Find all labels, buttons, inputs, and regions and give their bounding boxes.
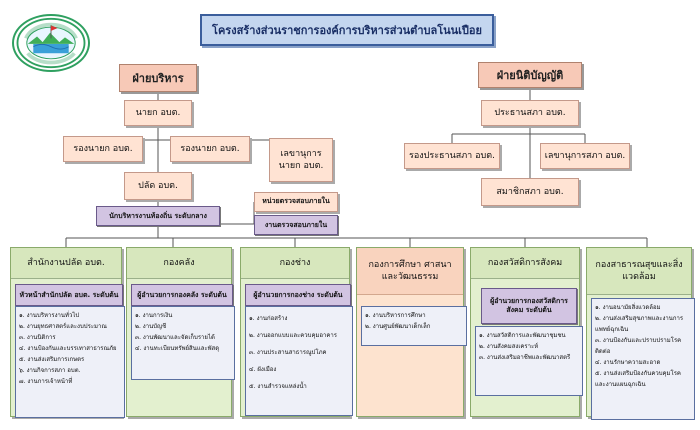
department-engineering: กองช่าง ผู้อำนวยการกองช่าง ระดับต้น ๑. ง… [240, 247, 353, 417]
task-item: ๑. งานบริหารการศึกษา [365, 312, 426, 319]
chart-title: โครงสร้างส่วนราชการองค์การบริหารส่วนตำบล… [200, 14, 494, 46]
department-finance: กองคลัง ผู้อำนวยการกองคลัง ระดับต้น ๑. ง… [126, 247, 235, 417]
task-item: ๒. งานออกแบบและควบคุมอาคาร [249, 332, 337, 339]
task-item: ๑. งานอนามัยสิ่งแวดล้อม [595, 304, 661, 311]
task-item: ๔. งานทะเบียนทรัพย์สินและพัสดุ [135, 345, 220, 352]
department-chief: ผู้อำนวยการกองช่าง ระดับต้น [245, 284, 351, 306]
council-president-box: ประธานสภา อบต. [481, 100, 579, 126]
department-office-of-palad: สำนักงานปลัด อบต. หัวหน้าสำนักปลัด อบต. … [10, 247, 125, 418]
seal-emblem [16, 17, 86, 69]
task-item: ๓. งานพัฒนาและจัดเก็บรายได้ [135, 334, 215, 341]
audit-work-box: งานตรวจสอบภายใน [254, 215, 338, 235]
department-public-health: กองสาธารณสุขและสิ่งแวดล้อม ๑. งานอนามัยส… [586, 247, 695, 420]
department-name: กองช่าง [241, 248, 349, 279]
task-item: ๕. งานส่งเสริมการเกษตร [19, 356, 85, 363]
department-name: กองสาธารณสุขและสิ่งแวดล้อม [587, 248, 691, 295]
task-item: ๔. งานป้องกันและบรรเทาสาธารณภัย [19, 345, 117, 352]
task-item: ๑. งานการเงิน [135, 312, 173, 319]
palad-box: ปลัด อบต. [124, 172, 192, 200]
task-item: ๑. งานบริหารงานทั่วไป [19, 312, 80, 319]
task-item: ๒. งานบัญชี [135, 323, 167, 330]
task-item: ๓. งานป้องกันและปราบปรามโรคติดต่อ [595, 337, 682, 355]
council-secretary-box: เลขานุการสภา อบต. [540, 143, 630, 169]
task-list: ๑. งานสวัสดิการและพัฒนาชุมชน ๒. งานสังคม… [475, 326, 583, 396]
task-item: ๓. งานประสานสาธารณูปโภค [249, 349, 327, 356]
task-item: ๒. งานสังคมสงเคราะห์ [479, 343, 539, 350]
task-item: ๔. ผังเมือง [249, 366, 277, 373]
task-list: ๑. งานการเงิน ๒. งานบัญชี ๓. งานพัฒนาและ… [131, 306, 235, 380]
task-item: ๓. งานนิติการ [19, 334, 56, 341]
deputy-mayor-box-2: รองนายก อบต. [170, 136, 250, 162]
organization-logo [12, 14, 90, 72]
legislative-heading: ฝ่ายนิติบัญญัติ [478, 62, 582, 88]
task-item: ๕. งานส่งเสริมป้องกันควบคุมโรคและงานแผนฉ… [595, 370, 681, 388]
task-item: ๖. งานกิจการสภา อบต. [19, 367, 81, 374]
department-chief: หัวหน้าสำนักปลัด อบต. ระดับต้น [15, 284, 123, 306]
department-name: กองสวัสดิการสังคม [471, 248, 579, 279]
department-chief: ผู้อำนวยการกองคลัง ระดับต้น [131, 284, 233, 306]
audit-unit-box: หน่วยตรวจสอบภายใน [254, 192, 338, 212]
council-vice-president-box: รองประธานสภา อบต. [404, 143, 500, 169]
task-item: ๒. งานยุทธศาสตร์และงบประมาณ [19, 323, 107, 330]
department-education: กองการศึกษา ศาสนา และวัฒนธรรม ๑. งานบริห… [356, 247, 467, 417]
task-item: ๒. งานศูนย์พัฒนาเด็กเล็ก [365, 323, 431, 330]
task-item: ๗. งานการเจ้าหน้าที่ [19, 378, 73, 385]
task-list: ๑. งานบริหารงานทั่วไป ๒. งานยุทธศาสตร์แล… [15, 306, 125, 418]
department-name: สำนักงานปลัด อบต. [11, 248, 121, 279]
palad-rank-box: นักบริหารงานท้องถิ่น ระดับกลาง [96, 206, 220, 226]
mayor-box: นายก อบต. [124, 100, 192, 126]
task-item: ๓. งานส่งเสริมอาชีพและพัฒนาสตรี [479, 354, 571, 361]
deputy-mayor-box-1: รองนายก อบต. [63, 136, 143, 162]
task-list: ๑. งานก่อสร้าง ๒. งานออกแบบและควบคุมอาคา… [245, 306, 353, 416]
council-members-box: สมาชิกสภา อบต. [481, 178, 579, 206]
department-name: กองคลัง [127, 248, 231, 279]
department-chief: ผู้อำนวยการกองสวัสดิการสังคม ระดับต้น [481, 288, 577, 324]
task-list: ๑. งานอนามัยสิ่งแวดล้อม ๒. งานส่งเสริมสุ… [591, 298, 695, 420]
task-item: ๕. งานสำรวจแหล่งน้ำ [249, 383, 307, 390]
task-item: ๑. งานก่อสร้าง [249, 315, 288, 322]
task-item: ๑. งานสวัสดิการและพัฒนาชุมชน [479, 332, 566, 339]
task-item: ๒. งานส่งเสริมสุขภาพและงานการแพทย์ฉุกเฉิ… [595, 315, 684, 333]
task-list: ๑. งานบริหารการศึกษา ๒. งานศูนย์พัฒนาเด็… [361, 306, 467, 346]
executive-heading: ฝ่ายบริหาร [119, 64, 197, 92]
task-item: ๔. งานรักษาความสะอาด [595, 359, 661, 366]
department-name: กองการศึกษา ศาสนา และวัฒนธรรม [357, 248, 463, 295]
mayor-secretary-box: เลขานุการ นายก อบต. [269, 138, 333, 182]
department-social-welfare: กองสวัสดิการสังคม ผู้อำนวยการกองสวัสดิกา… [470, 247, 583, 417]
